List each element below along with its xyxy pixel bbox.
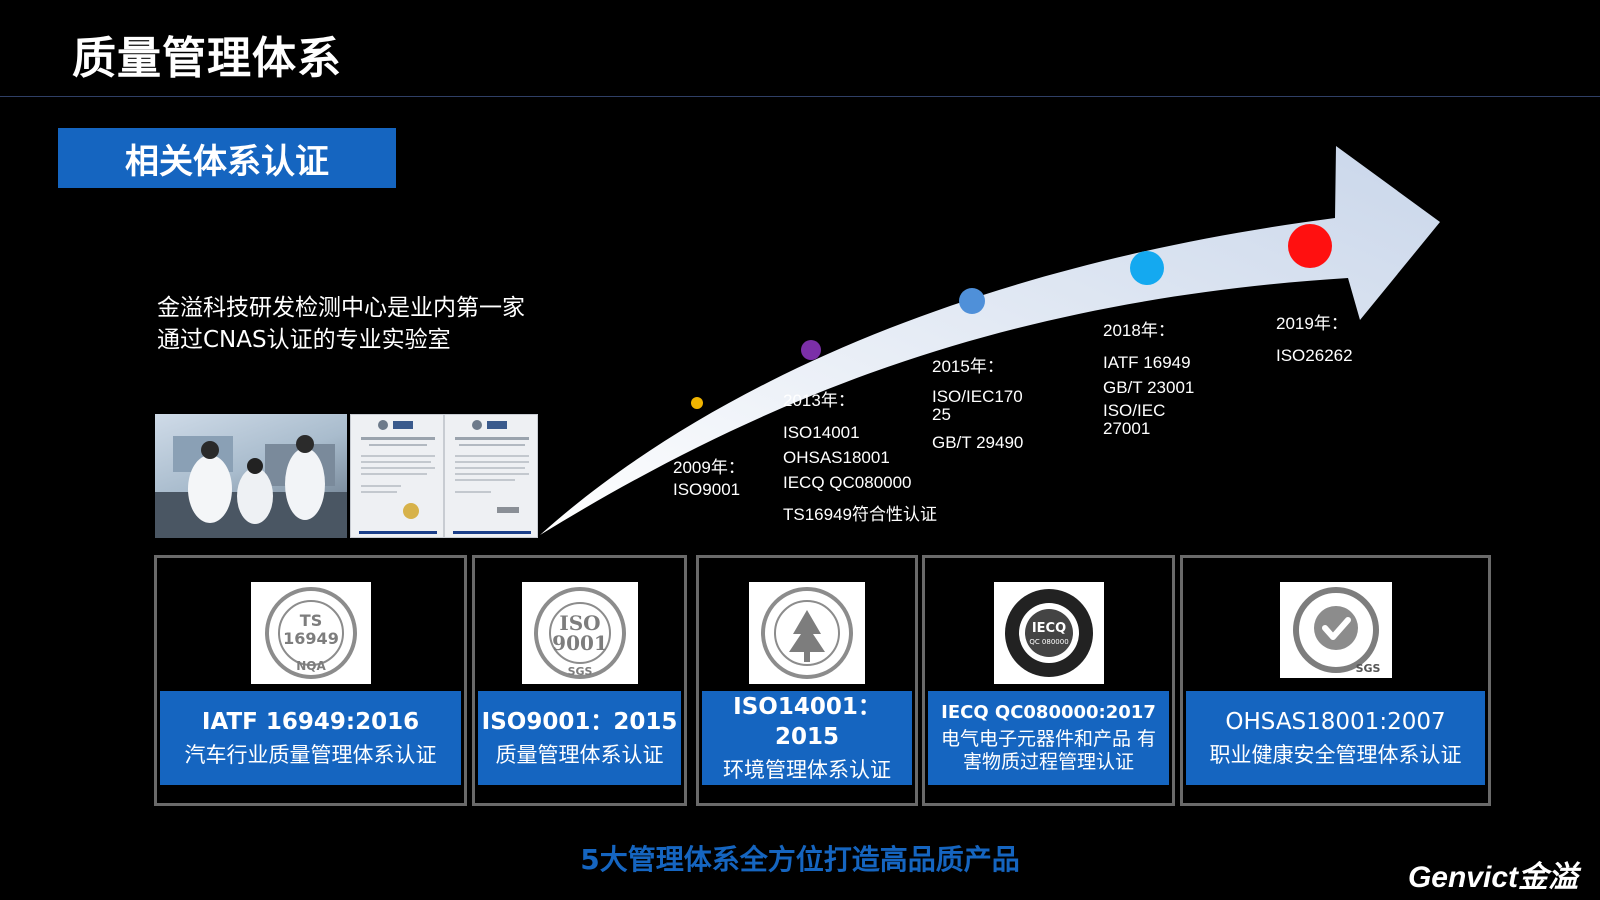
cert-code: ISO9001：2015	[481, 709, 678, 735]
svg-text:ISO: ISO	[559, 611, 600, 635]
timeline-cert: IECQ QC080000	[783, 473, 912, 492]
timeline-cert: GB/T 23001	[1103, 378, 1195, 397]
timeline-cert: ISO14001	[783, 423, 860, 442]
cert-description: 环境管理体系认证	[723, 758, 891, 782]
timeline-cert: ISO/IEC170 25	[932, 387, 1023, 424]
svg-text:NQA: NQA	[296, 659, 326, 673]
timeline-year: 2018年：	[1103, 321, 1175, 340]
svg-text:IECQ: IECQ	[1031, 621, 1065, 636]
cert-code: ISO14001：2015	[733, 694, 881, 750]
svg-text:SGS: SGS	[567, 665, 592, 678]
svg-text:16949: 16949	[283, 629, 339, 648]
iecq-logo-icon: IECQ QC 080000	[993, 582, 1104, 684]
iso9001-logo-icon: ISO 9001 SGS	[521, 582, 638, 684]
cert-description: 电气电子元器件和产品 有害物质过程管理认证	[940, 728, 1157, 773]
section-title: 相关体系认证	[125, 141, 329, 182]
timeline-cert: OHSAS18001	[783, 448, 890, 467]
timeline-entry-2013: 2013年： ISO14001 OHSAS18001 IECQ QC080000…	[783, 390, 937, 529]
tagline: 5大管理体系全方位打造高品质产品	[580, 843, 1020, 876]
cert-band: ISO14001：2015 环境管理体系认证	[702, 691, 912, 785]
timeline-dot-3	[959, 288, 985, 314]
cert-band: OHSAS18001:2007 职业健康安全管理体系认证	[1186, 691, 1485, 785]
timeline-cert: ISO9001	[673, 480, 741, 499]
timeline-dot-5	[1288, 224, 1332, 268]
timeline-year: 2013年：	[783, 391, 855, 410]
svg-text:TS: TS	[299, 611, 321, 630]
cert-description: 职业健康安全管理体系认证	[1209, 743, 1462, 767]
timeline-entry-2018: 2018年： IATF 16949 GB/T 23001 ISO/IEC 270…	[1103, 320, 1203, 441]
cert-code: IECQ QC080000:2017	[941, 702, 1156, 723]
cert-description: 质量管理体系认证	[495, 743, 664, 767]
timeline-dot-2	[801, 340, 821, 360]
cert-card-ohsas18001: SGS OHSAS18001:2007 职业健康安全管理体系认证	[1180, 555, 1491, 806]
timeline-dot-4	[1130, 251, 1164, 285]
cert-card-iso14001: ISO14001：2015 环境管理体系认证	[696, 555, 918, 806]
timeline-cert: ISO/IEC 27001	[1103, 401, 1166, 438]
svg-text:QC 080000: QC 080000	[1029, 638, 1068, 646]
brand-logo: Genvict金溢	[1407, 861, 1578, 894]
timeline-year: 2009年：	[673, 458, 745, 477]
intro-text: 金溢科技研发检测中心是业内第一家通过CNAS认证的专业实验室	[157, 295, 525, 353]
cert-card-iso9001: ISO 9001 SGS ISO9001：2015 质量管理体系认证	[472, 555, 687, 806]
cnas-certificate-image	[350, 414, 444, 538]
timeline-entry-2015: 2015年： ISO/IEC170 25 GB/T 29490	[932, 356, 1042, 457]
timeline-cert: TS16949符合性认证	[783, 505, 937, 524]
timeline-year: 2019年：	[1276, 314, 1348, 333]
cert-band: IATF 16949:2016 汽车行业质量管理体系认证	[160, 691, 461, 785]
cert-band: IECQ QC080000:2017 电气电子元器件和产品 有害物质过程管理认证	[928, 691, 1169, 785]
title-divider	[0, 96, 1600, 97]
cert-band: ISO9001：2015 质量管理体系认证	[478, 691, 681, 785]
svg-text:SGS: SGS	[1355, 662, 1380, 675]
section-title-bar: 相关体系认证	[58, 128, 396, 188]
timeline-cert: ISO26262	[1276, 346, 1353, 365]
cnas-certificate-image-english	[444, 414, 538, 538]
page-title: 质量管理体系	[72, 33, 342, 84]
cert-card-iecq: IECQ QC 080000 IECQ QC080000:2017 电气电子元器…	[922, 555, 1175, 806]
timeline-year: 2015年：	[932, 357, 1004, 376]
timeline-dot-1	[691, 397, 703, 409]
lab-photo	[155, 414, 347, 538]
timeline-entry-2019: 2019年： ISO26262	[1276, 313, 1353, 370]
svg-text:9001: 9001	[552, 631, 608, 655]
timeline-entry-2009: 2009年： ISO9001	[673, 457, 745, 504]
iso14001-logo-icon	[749, 582, 865, 684]
cert-code: OHSAS18001:2007	[1225, 709, 1446, 735]
timeline-cert: IATF 16949	[1103, 353, 1191, 372]
cert-description: 汽车行业质量管理体系认证	[184, 743, 437, 767]
cert-card-iatf16949: TS 16949 NQA IATF 16949:2016 汽车行业质量管理体系认…	[154, 555, 467, 806]
cert-code: IATF 16949:2016	[201, 709, 420, 735]
timeline-cert: GB/T 29490	[932, 433, 1024, 452]
ts16949-logo-icon: TS 16949 NQA	[250, 582, 371, 684]
ohsas-sgs-logo-icon: SGS	[1279, 582, 1392, 678]
